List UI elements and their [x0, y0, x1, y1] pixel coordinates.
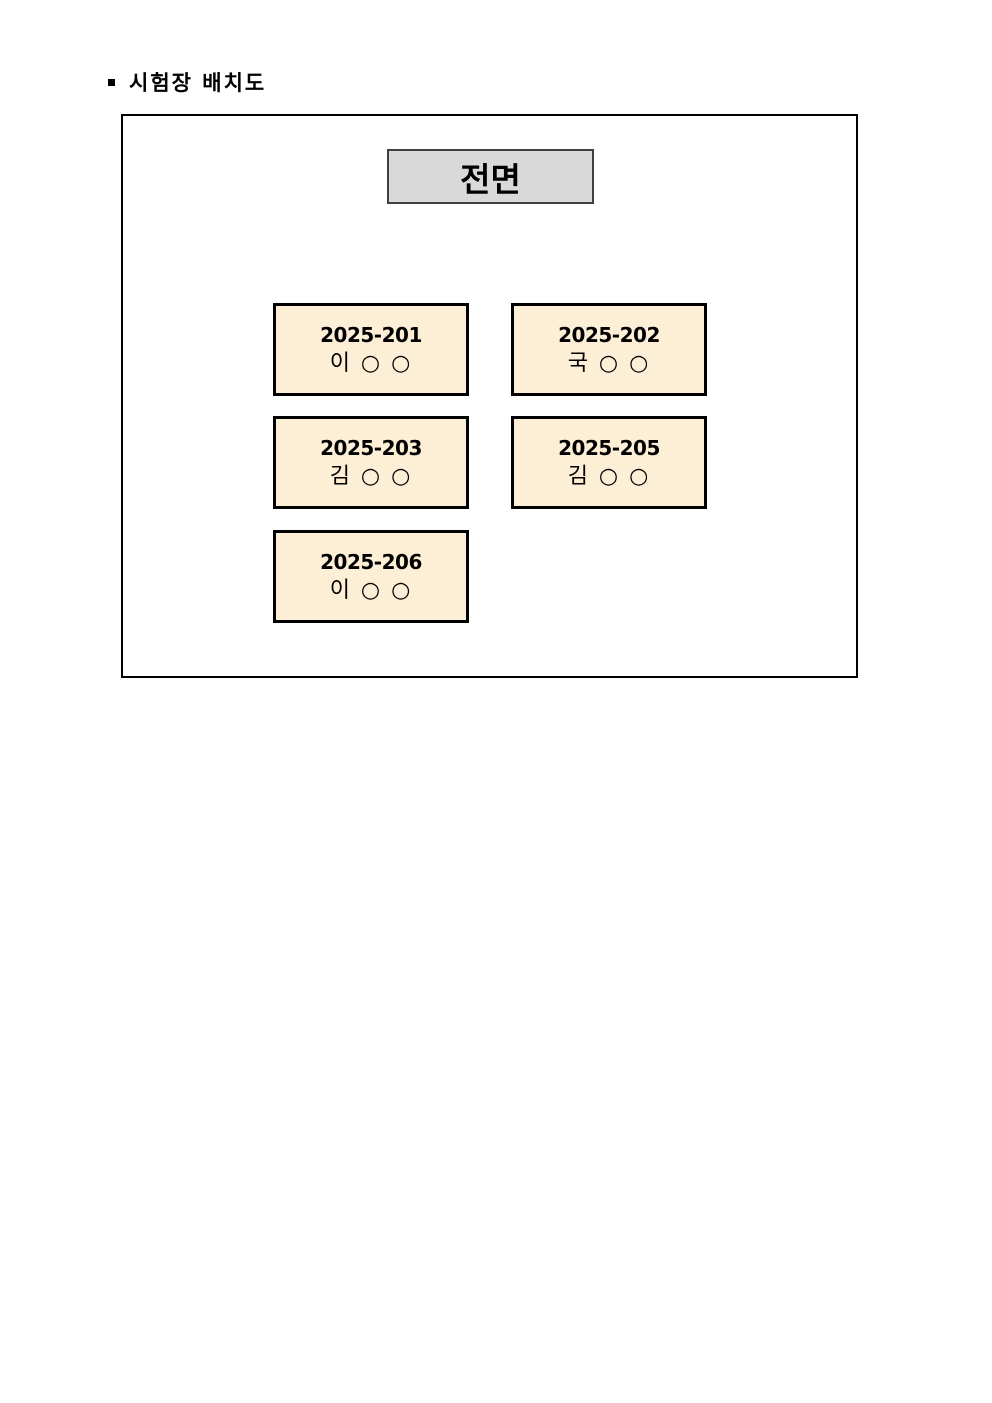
seat-id: 2025-205 — [558, 435, 660, 460]
seat-card: 2025-205 김 ○ ○ — [511, 416, 707, 509]
seat-id: 2025-201 — [320, 322, 422, 347]
section-title: 시험장 배치도 — [129, 70, 267, 95]
front-label: 전면 — [387, 149, 594, 204]
seat-name: 국 ○ ○ — [567, 350, 651, 376]
seat-card: 2025-206 이 ○ ○ — [273, 530, 469, 623]
seating-layout-frame — [121, 114, 858, 678]
seat-name: 이 ○ ○ — [329, 350, 413, 376]
seat-name: 김 ○ ○ — [329, 463, 413, 489]
seat-card: 2025-203 김 ○ ○ — [273, 416, 469, 509]
seat-id: 2025-206 — [320, 549, 422, 574]
section-heading: 시험장 배치도 — [108, 66, 266, 98]
seat-id: 2025-203 — [320, 435, 422, 460]
seat-card: 2025-201 이 ○ ○ — [273, 303, 469, 396]
seat-name: 김 ○ ○ — [567, 463, 651, 489]
seat-id: 2025-202 — [558, 322, 660, 347]
seat-card: 2025-202 국 ○ ○ — [511, 303, 707, 396]
seat-name: 이 ○ ○ — [329, 577, 413, 603]
bullet-square-icon — [108, 78, 115, 86]
